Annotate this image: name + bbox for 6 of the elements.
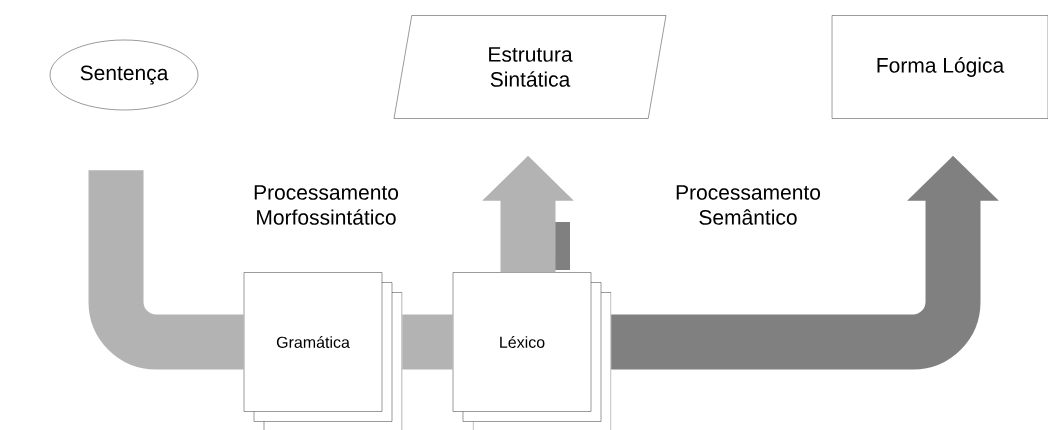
stage-label: Processamento Semântico bbox=[676, 185, 821, 225]
process-box: Forma Lógica bbox=[831, 15, 1048, 119]
parallelogram-box: Estrutura Sintática bbox=[393, 15, 667, 119]
document-stack: Gramática bbox=[243, 272, 403, 430]
document-stack: Léxico bbox=[452, 272, 612, 430]
stage-label: Processamento Morfossintático bbox=[254, 185, 399, 225]
